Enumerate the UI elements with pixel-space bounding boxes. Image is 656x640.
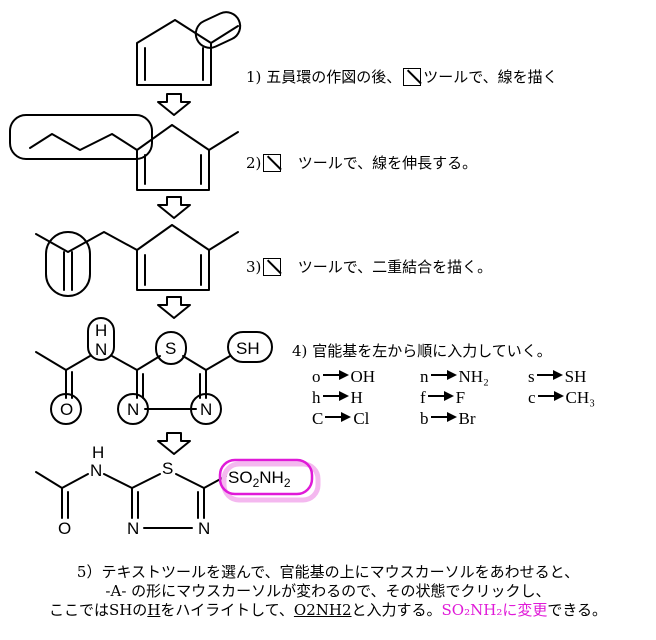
mol5-s: S <box>162 459 173 478</box>
molecule-step5 <box>35 471 227 529</box>
selection-ellipse <box>45 231 91 297</box>
molecule-step3 <box>35 224 239 297</box>
note-line3: ここではSHのHをハイライトして、O2NH2と入力する。SO₂NH₂に変更できる… <box>48 601 608 619</box>
down-arrow-icon <box>157 93 191 116</box>
arrow-icon <box>322 390 349 401</box>
step4-text: 4) 官能基を左から順に入力していく。 <box>292 340 552 361</box>
note-line2: -A- の形にマウスカーソルが変わるので、その状態でクリックし、 <box>105 582 551 600</box>
step1-num: 1) <box>246 68 262 86</box>
step3-num: 3) <box>246 258 262 276</box>
reaction-diagram: H N S SH O N N H N S SO2NH2 O N N <box>9 11 321 538</box>
step4-body: 官能基を左から順に入力していく。 <box>312 342 552 360</box>
arrow-icon <box>537 390 564 401</box>
step2-post: ツールで、線を伸長する。 <box>297 154 478 172</box>
mol4-n-left: N <box>127 400 139 419</box>
step1-post: ツールで、線を描く <box>423 68 558 86</box>
mol5-h: H <box>92 443 104 462</box>
arrow-icon <box>427 390 454 401</box>
molecule-step4 <box>35 317 273 425</box>
arrow-icon <box>430 411 457 422</box>
so2nh2-highlight <box>218 458 314 496</box>
down-arrow-icon <box>157 296 191 319</box>
arrow-icon <box>322 369 349 380</box>
selection-oval <box>194 11 242 49</box>
mol4-sh: SH <box>236 339 260 358</box>
mol4-n-top: N <box>95 340 107 359</box>
line-tool-icon <box>403 68 422 86</box>
molecule-step2 <box>9 114 239 191</box>
step4-num: 4) <box>292 342 308 360</box>
mol5-n-left: N <box>127 519 139 538</box>
arrow-icon <box>536 369 563 380</box>
so2nh2-highlight-shadow <box>221 461 321 503</box>
arrow-icon <box>430 369 457 380</box>
step3-post: ツールで、二重結合を描く。 <box>297 258 493 276</box>
mol5-n-top: N <box>90 461 102 480</box>
selection-rect <box>9 114 153 160</box>
note-line1: 5）テキストツールを選んで、官能基の上にマウスカーソルをあわせると、 <box>76 563 580 581</box>
mol4-o: O <box>60 400 73 419</box>
down-arrow-icon <box>157 196 191 219</box>
mol5-o: O <box>58 519 71 538</box>
molecule-step1 <box>136 11 242 86</box>
mol5-so2nh2: SO2NH2 <box>228 468 291 490</box>
step1-pre: 五員環の作図の後、 <box>266 68 402 86</box>
step3-text: 3) ツールで、二重結合を描く。 <box>246 256 492 277</box>
mol4-n-right: N <box>200 400 212 419</box>
mol4-s: S <box>165 339 176 358</box>
step2-num: 2) <box>246 154 262 172</box>
line-tool-icon <box>263 154 282 172</box>
mol5-n-right: N <box>198 519 210 538</box>
line-tool-icon <box>263 258 282 276</box>
step1-text: 1) 五員環の作図の後、 ツールで、線を描く <box>246 66 558 87</box>
step2-text: 2) ツールで、線を伸長する。 <box>246 152 477 173</box>
arrow-icon <box>325 411 352 422</box>
down-arrow-icon <box>157 432 191 455</box>
mol4-h: H <box>95 321 107 340</box>
